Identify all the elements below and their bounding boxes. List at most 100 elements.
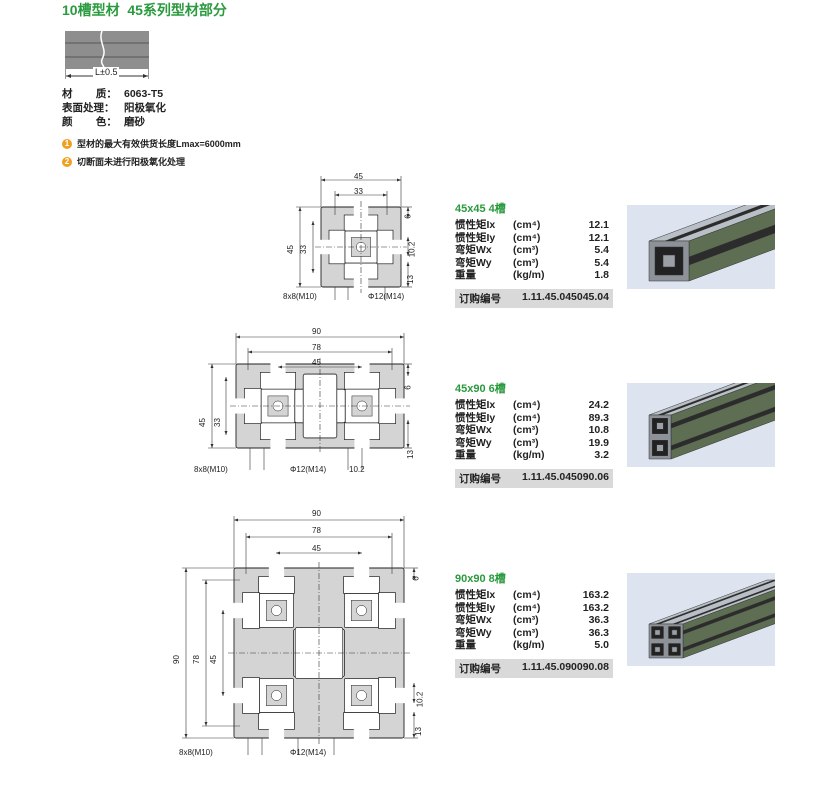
dimension-label: 45 bbox=[312, 544, 321, 553]
spec-unit: (cm³) bbox=[513, 244, 539, 256]
spec-row: 惯性矩Ix (cm⁴) 24.2 bbox=[455, 399, 613, 412]
order-number: 1.11.45.045090.06 bbox=[521, 470, 609, 483]
spec-table-90x90: 90x90 8槽 惯性矩Ix (cm⁴) 163.2 惯性矩Iy (cm⁴) 163.2… bbox=[455, 570, 613, 678]
spec-table-45x90: 45x90 6槽 惯性矩Ix (cm⁴) 24.2 惯性矩Iy (cm⁴) 89.3 弯… bbox=[455, 380, 613, 488]
order-label: 订购编号 bbox=[459, 292, 501, 305]
note-1: 1 型材的最大有效供货长度Lmax=6000mm bbox=[62, 137, 241, 150]
arrow-icon bbox=[406, 207, 410, 218]
spec-value: 163.2 bbox=[582, 589, 609, 601]
spec-value: 5.4 bbox=[594, 244, 609, 256]
dimension-label: 8x8(M10) bbox=[283, 292, 317, 301]
surface-value: 阳极氧化 bbox=[124, 102, 166, 114]
dimension-label: 6 bbox=[411, 576, 421, 581]
spec-row: 重量 (kg/m) 5.0 bbox=[455, 639, 613, 652]
spec-label: 弯矩Wx bbox=[455, 424, 492, 436]
spec-label: 惯性矩Iy bbox=[455, 231, 496, 244]
spec-label: 弯矩Wy bbox=[455, 436, 492, 449]
order-number: 1.11.45.045045.04 bbox=[521, 290, 609, 303]
spec-unit: (kg/m) bbox=[513, 639, 545, 651]
color-key: 颜 色： bbox=[62, 116, 117, 128]
spec-unit: (cm³) bbox=[513, 256, 539, 269]
dimension-label: 45 bbox=[208, 655, 218, 664]
dimension-label: Φ12(M14) bbox=[290, 465, 327, 474]
spec-label: 弯矩Wy bbox=[455, 626, 492, 639]
product-name: 45x45 4槽 bbox=[455, 203, 506, 215]
product-photo-90x90 bbox=[627, 573, 775, 666]
spec-unit: (cm³) bbox=[513, 424, 539, 436]
dimension-label: 45 bbox=[354, 172, 363, 181]
spec-unit: (cm³) bbox=[513, 626, 539, 639]
spec-label: 重量 bbox=[455, 269, 476, 281]
dimension-label: 8x8(M10) bbox=[194, 465, 228, 474]
spec-row: 重量(kg/m)3.2 bbox=[455, 449, 613, 462]
spec-value: 89.3 bbox=[588, 411, 609, 424]
surface-row: 表面处理：阳极氧化 bbox=[62, 100, 166, 115]
spec-row: 惯性矩Iy(cm⁴)12.1 bbox=[455, 232, 613, 245]
spec-value: 12.1 bbox=[588, 219, 609, 231]
spec-value: 36.3 bbox=[588, 614, 609, 626]
order-number: 1.11.45.090090.08 bbox=[521, 660, 609, 673]
spec-unit: (cm⁴) bbox=[513, 399, 541, 411]
extrusion-illustration bbox=[648, 579, 775, 659]
dimension-label: 13 bbox=[405, 275, 415, 284]
extrusion-illustration bbox=[648, 383, 775, 460]
spec-label: 惯性矩Iy bbox=[455, 411, 496, 424]
note-text: 型材的最大有效供货长度Lmax=6000mm bbox=[77, 139, 241, 149]
spec-value: 5.4 bbox=[594, 256, 609, 269]
dimension-label: 45 bbox=[312, 358, 321, 367]
spec-unit: (cm³) bbox=[513, 436, 539, 449]
spec-label: 惯性矩Iy bbox=[455, 601, 496, 614]
spec-value: 19.9 bbox=[588, 436, 609, 449]
dimension-label: 13 bbox=[405, 450, 415, 459]
spec-unit: (kg/m) bbox=[513, 449, 545, 461]
dimension-label: 10.2 bbox=[415, 691, 425, 708]
spec-label: 弯矩Wx bbox=[455, 244, 492, 256]
dimension-label: 8x8(M10) bbox=[179, 748, 213, 757]
arrow-icon bbox=[412, 568, 416, 580]
dimension-label: 10.2 bbox=[349, 465, 365, 474]
spec-row: 弯矩Wx (cm³) 10.8 bbox=[455, 424, 613, 437]
bullet-icon: 1 bbox=[62, 138, 72, 149]
order-label: 订购编号 bbox=[459, 472, 501, 485]
spec-unit: (cm³) bbox=[513, 614, 539, 626]
spec-row: 惯性矩Ix (cm⁴) 163.2 bbox=[455, 589, 613, 602]
order-number-row: 订购编号 1.11.45.090090.08 bbox=[455, 658, 613, 678]
spec-value: 36.3 bbox=[588, 626, 609, 639]
order-label: 订购编号 bbox=[459, 662, 501, 675]
bullet-icon: 2 bbox=[62, 156, 72, 167]
spec-label: 惯性矩Ix bbox=[455, 399, 496, 411]
spec-value: 5.0 bbox=[594, 639, 609, 651]
spec-value: 24.2 bbox=[588, 399, 609, 411]
length-tolerance-label: L±0.5 bbox=[93, 67, 120, 77]
material-row: 材 质：6063-T5 bbox=[62, 86, 163, 101]
spec-row: 弯矩Wy (cm³) 36.3 bbox=[455, 627, 613, 640]
note-text: 切断面未进行阳极氧化处理 bbox=[77, 157, 186, 167]
dimension-label: 10.2 bbox=[407, 241, 417, 258]
spec-row: 惯性矩Ix(cm⁴)12.1 bbox=[455, 219, 613, 232]
spec-table-45x45: 45x45 4槽 惯性矩Ix(cm⁴)12.1 惯性矩Iy (cm⁴) 12.1 弯… bbox=[455, 200, 613, 308]
dimension-label: 13 bbox=[413, 727, 423, 736]
color-value: 磨砂 bbox=[124, 116, 145, 128]
spec-label: 重量 bbox=[455, 639, 476, 651]
product-name: 45x90 6槽 bbox=[455, 383, 506, 395]
spec-label: 弯矩Wx bbox=[455, 614, 492, 626]
product-photo-45x45 bbox=[627, 205, 775, 289]
product-name: 90x90 8槽 bbox=[455, 573, 506, 585]
arrow-icon bbox=[406, 237, 410, 256]
spec-unit: (cm⁴) bbox=[513, 601, 541, 614]
spec-unit: (cm⁴) bbox=[513, 231, 541, 244]
spec-unit: (cm⁴) bbox=[513, 589, 541, 601]
spec-row: 弯矩Wy(cm³)5.4 bbox=[455, 257, 613, 270]
spec-value: 163.2 bbox=[582, 601, 609, 614]
material-key: 材 质： bbox=[62, 88, 117, 100]
dimension-label: 6 bbox=[403, 214, 413, 219]
spec-row: 弯矩Wy (cm³) 19.9 bbox=[455, 437, 613, 450]
spec-value: 10.8 bbox=[588, 424, 609, 436]
spec-label: 惯性矩Ix bbox=[455, 219, 496, 231]
spec-row: 弯矩Wx (cm³) 5.4 bbox=[455, 244, 613, 257]
spec-label: 惯性矩Ix bbox=[455, 589, 496, 601]
arrow-icon bbox=[412, 683, 416, 703]
spec-unit: (kg/m) bbox=[513, 269, 545, 281]
spec-value: 3.2 bbox=[594, 449, 609, 461]
